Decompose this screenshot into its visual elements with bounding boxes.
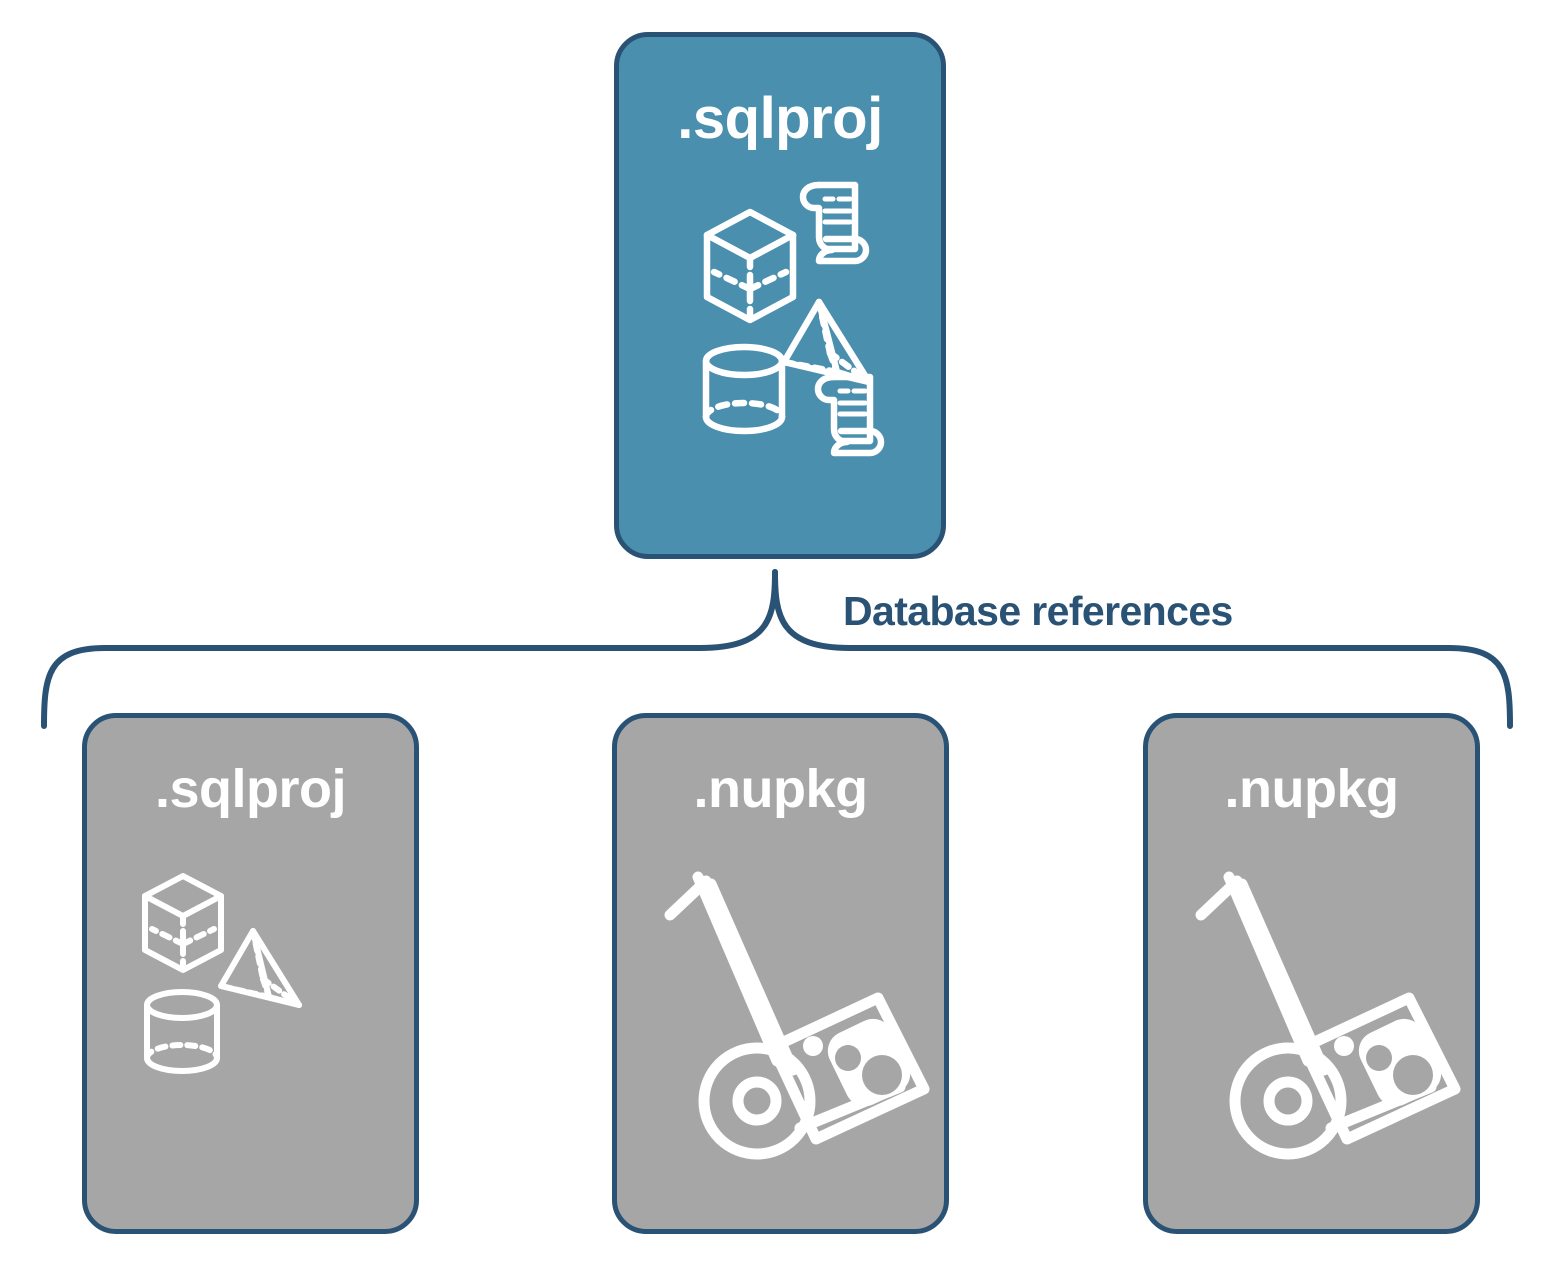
node-reference-nupkg-2-label: .nupkg [1224, 759, 1399, 819]
cylinder-icon [702, 343, 786, 435]
node-reference-sqlproj-artwork [87, 858, 414, 1118]
node-reference-sqlproj[interactable]: .sqlproj [82, 713, 419, 1234]
node-reference-nupkg-2-artwork [1148, 858, 1475, 1188]
node-reference-nupkg-2[interactable]: .nupkg [1143, 713, 1480, 1234]
script-scroll-icon [814, 373, 885, 457]
pyramid-icon [780, 298, 873, 386]
cylinder-icon [144, 989, 220, 1074]
hand-truck-package-icon [664, 871, 930, 1160]
node-reference-nupkg-1-label: .nupkg [693, 759, 868, 819]
node-root-sqlproj-label: .sqlproj [677, 86, 883, 151]
script-scroll-icon [799, 181, 870, 265]
node-reference-nupkg-1[interactable]: .nupkg [612, 713, 949, 1234]
node-reference-nupkg-1-artwork [617, 858, 944, 1188]
pyramid-icon [218, 928, 302, 1008]
node-root-sqlproj[interactable]: .sqlproj [614, 32, 946, 559]
cube-icon [703, 208, 797, 324]
cube-icon [142, 873, 224, 973]
connector-label-database-references: Database references [843, 588, 1233, 634]
database-references-brace [41, 569, 1513, 729]
node-reference-sqlproj-label: .sqlproj [154, 759, 347, 819]
node-root-sqlproj-artwork [619, 167, 941, 467]
hand-truck-package-icon [1195, 871, 1461, 1160]
